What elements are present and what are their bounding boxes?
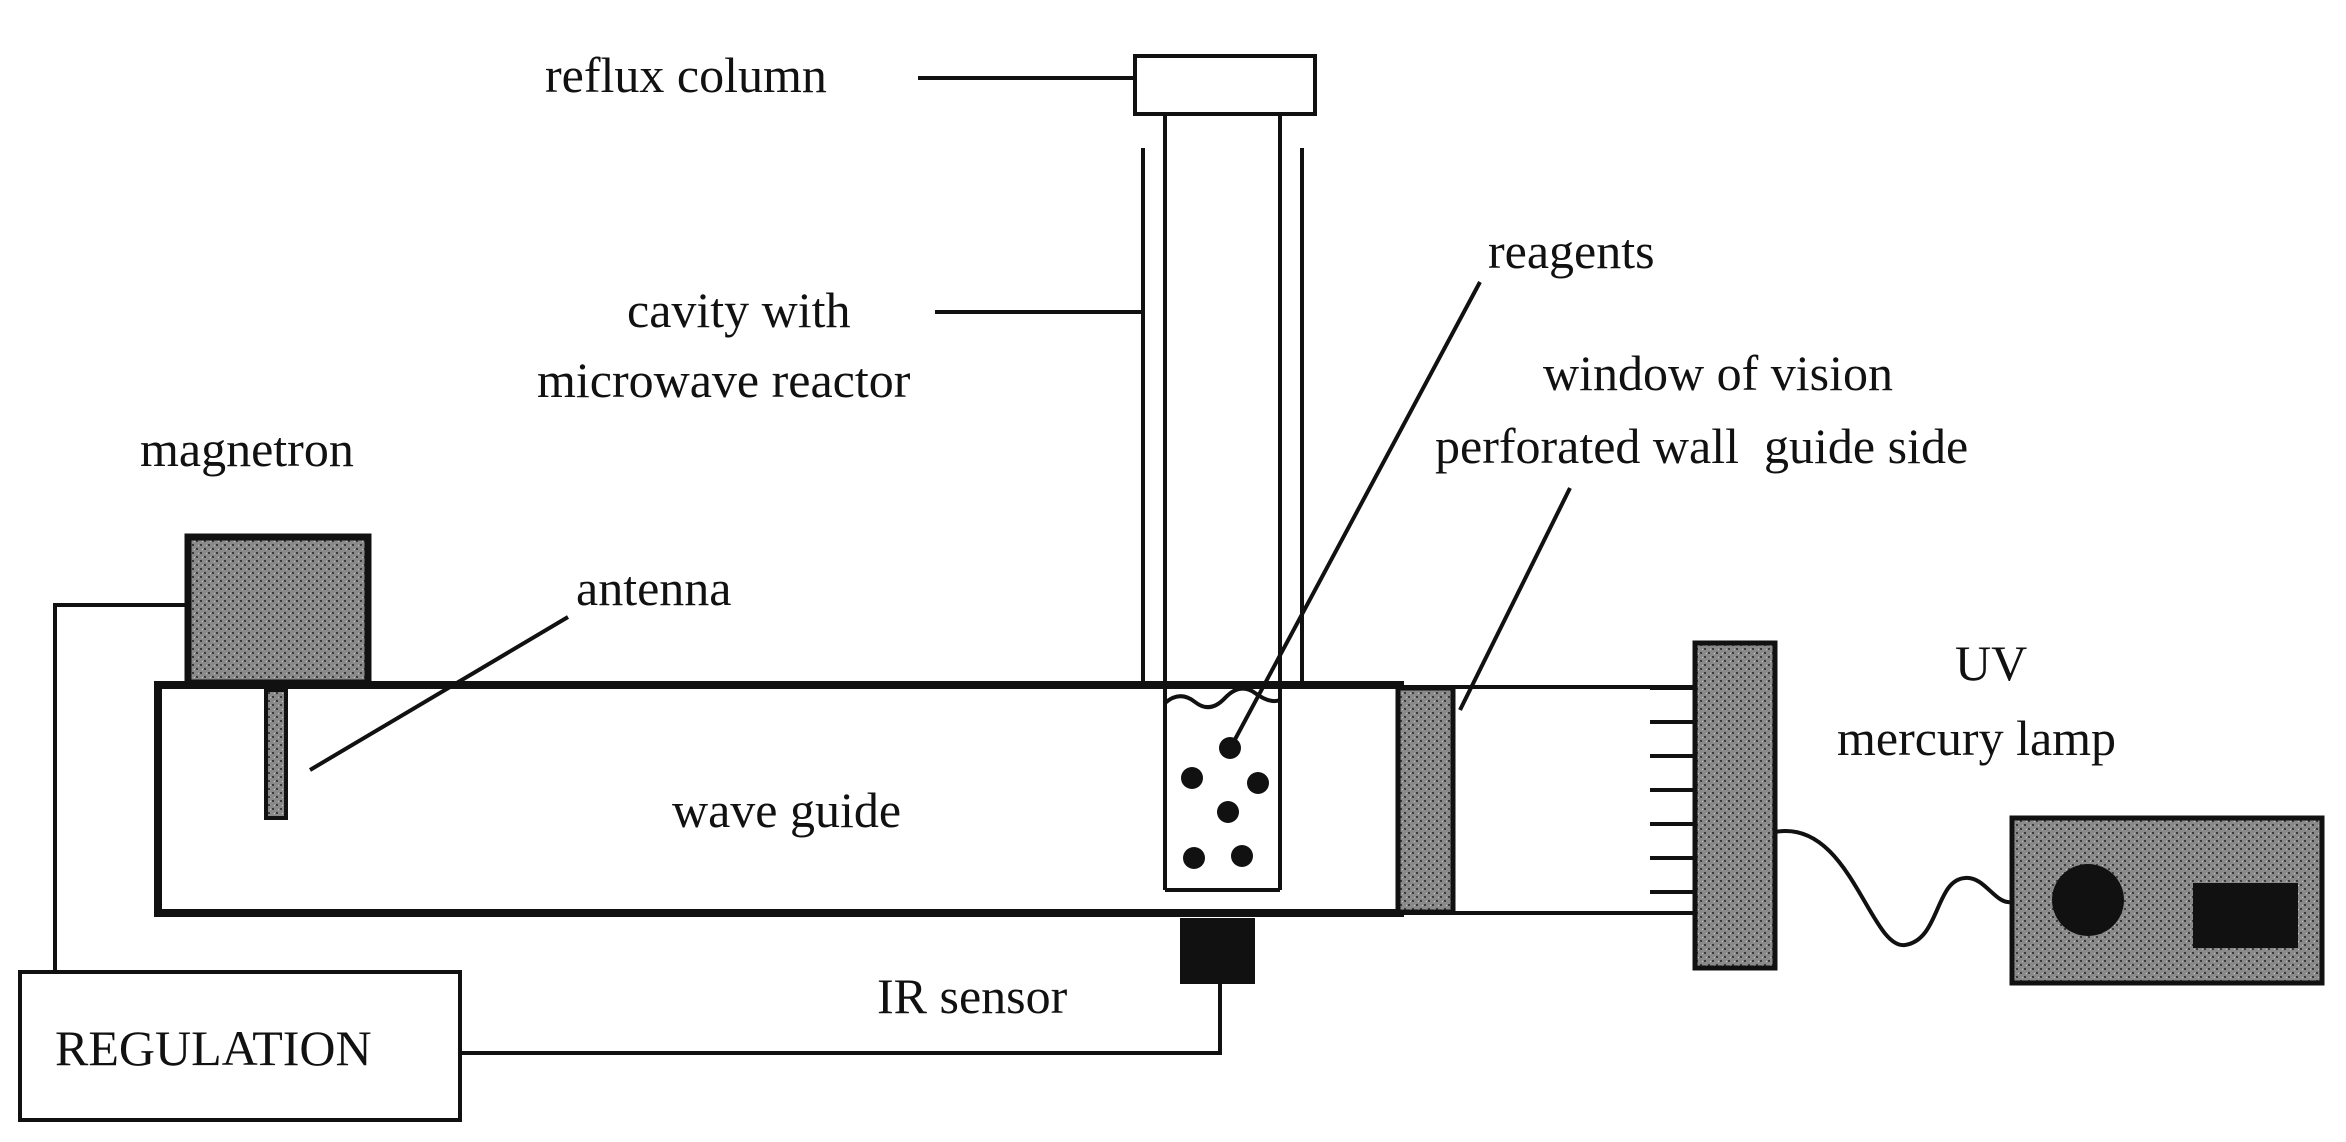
reagent-particle [1181, 767, 1203, 789]
label-antenna: antenna [576, 560, 731, 616]
label-uv-line2: mercury lamp [1837, 710, 2116, 766]
reagents-leader [1230, 281, 1482, 746]
uv-lamp-teeth [1650, 686, 1695, 894]
label-reflux-column: reflux column [545, 47, 827, 103]
label-window-line2: perforated wall guide side [1435, 418, 1968, 474]
magnetron-regulation-wire [53, 603, 188, 972]
label-window-line1: window of vision [1543, 345, 1893, 401]
lamp-cable [1774, 829, 2013, 948]
label-reagents: reagents [1488, 223, 1655, 279]
antenna-leader [308, 615, 570, 772]
ir-regulation-wire [460, 984, 1222, 1055]
window-leader [1458, 487, 1572, 711]
label-cavity-line2: microwave reactor [537, 352, 911, 408]
label-uv-line1: UV [1955, 635, 2027, 691]
ir-sensor-block [1180, 918, 1255, 984]
power-supply-display [2193, 883, 2298, 948]
label-cavity-line1: cavity with [627, 282, 851, 338]
reagent-particle [1183, 847, 1205, 869]
antenna-rod [264, 688, 288, 820]
power-supply-dial [2052, 864, 2124, 936]
reagent-particle [1231, 845, 1253, 867]
label-magnetron: magnetron [140, 421, 354, 477]
label-regulation: REGULATION [55, 1020, 372, 1076]
reagent-particle [1217, 801, 1239, 823]
perforated-wall [1395, 685, 1456, 915]
uv-lamp-panel [1692, 640, 1778, 971]
regulation-box [18, 970, 462, 1122]
label-ir-sensor: IR sensor [877, 968, 1068, 1024]
reflux-column-cap [1133, 54, 1317, 116]
magnetron-box [184, 533, 372, 687]
liquid-surface [1163, 686, 1281, 710]
label-wave-guide: wave guide [672, 782, 901, 838]
reagent-particle [1247, 772, 1269, 794]
reagent-particle [1219, 737, 1241, 759]
